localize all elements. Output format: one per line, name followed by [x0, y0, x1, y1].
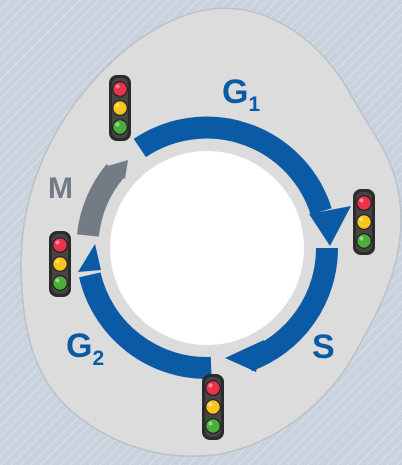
traffic-light-icon-right — [352, 188, 376, 256]
traffic-light-icon-top — [108, 74, 132, 142]
traffic-light-icon-left — [48, 230, 72, 298]
curved-arrow-icon-m — [76, 160, 128, 237]
traffic-light-icon-bottom — [201, 373, 225, 441]
center-circle — [110, 151, 304, 345]
label-g1-sub: 1 — [248, 93, 260, 116]
label-g2-sub: 2 — [92, 347, 104, 370]
curved-arrow-icon-g1 — [133, 116, 351, 246]
label-g1-main: G — [222, 73, 248, 111]
curved-arrow-icon-g2 — [78, 244, 212, 379]
label-g2-main: G — [66, 327, 92, 365]
label-m: M — [48, 172, 73, 205]
label-s: S — [312, 328, 335, 366]
label-g2: G2 — [66, 327, 104, 370]
curved-arrow-icon-s — [225, 247, 338, 372]
label-g1: G1 — [222, 73, 260, 116]
